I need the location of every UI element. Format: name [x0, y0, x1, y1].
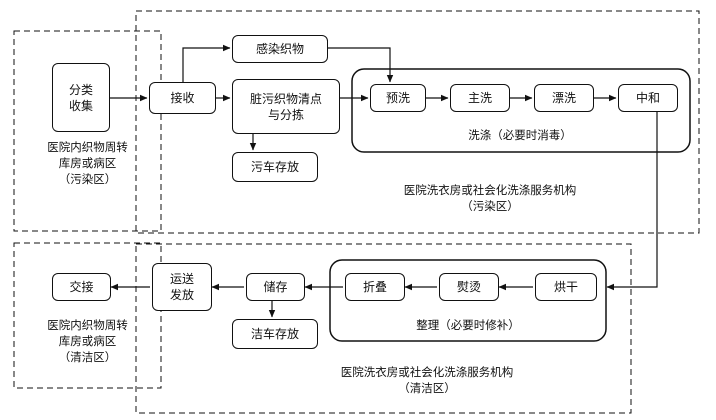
node-handover: 交接	[52, 273, 111, 301]
node-dry: 烘干	[535, 273, 597, 301]
label-laundry-clean: 医院洗衣房或社会化洗涤服务机构 （清洁区）	[340, 365, 514, 395]
arrow-infected-prewash	[328, 47, 394, 83]
node-rinse: 漂洗	[534, 84, 594, 112]
arrow-receive-infected	[182, 44, 231, 82]
node-dirty-sorting: 脏污织物清点 与分拣	[232, 79, 340, 134]
arrow-neutralize-dry	[606, 112, 658, 291]
node-sort-collect: 分类 收集	[52, 63, 110, 132]
node-fold: 折叠	[345, 273, 405, 301]
node-neutralize: 中和	[618, 84, 678, 112]
label-laundry-dirty: 医院洗衣房或社会化洗涤服务机构 （污染区）	[403, 183, 577, 213]
node-clean-cart-storage: 洁车存放	[232, 319, 318, 349]
node-prewash: 预洗	[370, 84, 426, 112]
zone-laundry-clean	[135, 243, 632, 414]
node-receive: 接收	[149, 82, 216, 114]
group-finishing	[329, 259, 607, 342]
node-transport: 运送 发放	[152, 263, 212, 311]
zone-laundry-dirty	[135, 10, 700, 234]
label-ward-dirty: 医院内织物周转 库房或病区 （污染区）	[47, 140, 128, 186]
zone-ward-clean	[13, 242, 162, 389]
node-mainwash: 主洗	[450, 84, 510, 112]
node-store: 储存	[246, 273, 305, 301]
group-washing	[351, 68, 691, 153]
node-dirty-cart-storage: 污车存放	[232, 152, 318, 182]
zone-ward-dirty	[13, 30, 162, 232]
label-ward-clean: 医院内织物周转 库房或病区 （清洁区）	[47, 318, 128, 364]
node-infected-textiles: 感染织物	[232, 35, 328, 63]
node-iron: 熨烫	[439, 273, 499, 301]
label-finishing-group: 整理（必要时修补）	[416, 318, 520, 332]
label-washing-group: 洗涤（必要时消毒）	[468, 128, 572, 142]
